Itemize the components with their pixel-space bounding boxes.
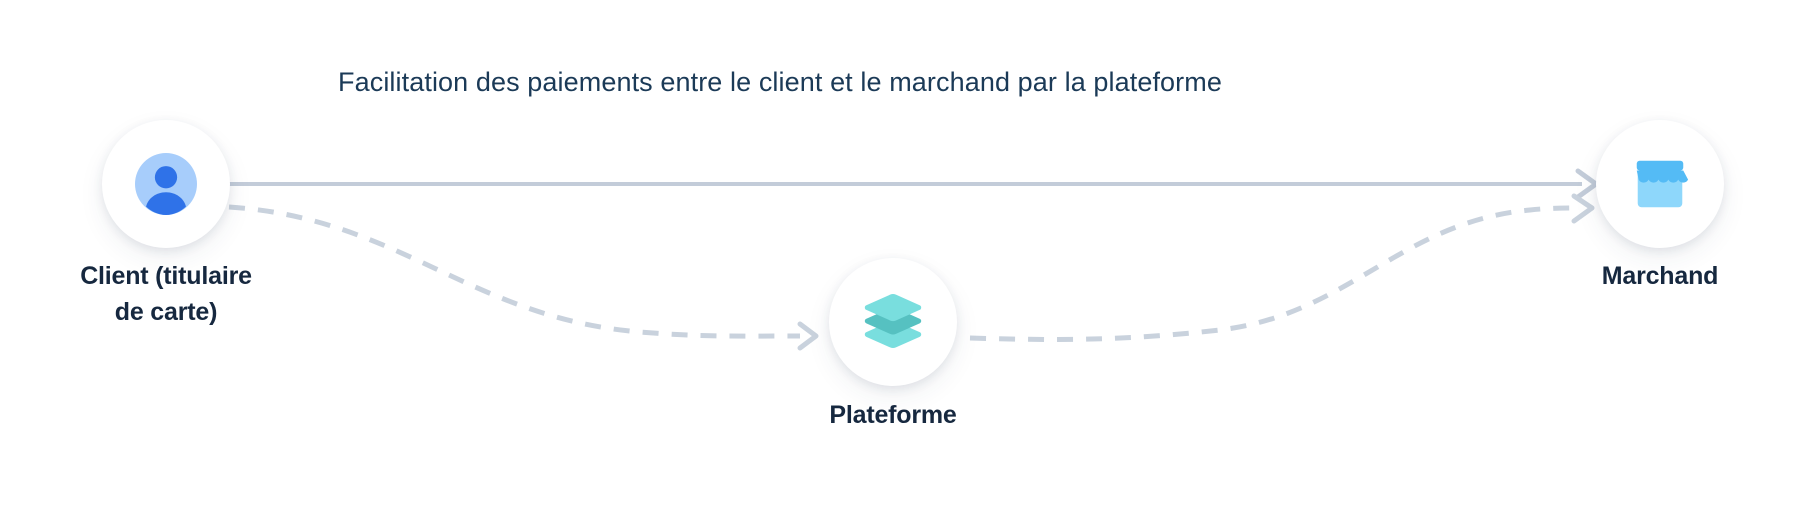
node-platform-label: Plateforme [733, 397, 1053, 433]
node-client-label-line2: de carte) [114, 298, 218, 327]
node-client[interactable] [102, 120, 230, 248]
node-client-label: Client (titulaire de carte) [6, 258, 326, 331]
connector-client-to-platform-arrowhead [797, 321, 819, 351]
connector-platform-to-merchant-curve [969, 205, 1583, 342]
layers-icon [864, 294, 922, 348]
storefront-icon [1636, 160, 1689, 208]
node-client-circle[interactable] [102, 120, 230, 248]
node-merchant-circle[interactable] [1596, 120, 1724, 248]
node-merchant-label-text: Marchand [1601, 262, 1719, 290]
page-title: Facilitation des paiements entre le clie… [338, 67, 1222, 97]
user-avatar-icon [135, 153, 197, 215]
node-platform[interactable] [829, 258, 957, 386]
node-merchant[interactable] [1596, 120, 1724, 248]
connector-client-to-merchant-arrowhead [1575, 168, 1599, 200]
node-merchant-label: Marchand [1500, 258, 1800, 294]
connector-platform-to-merchant-arrowhead [1571, 193, 1595, 224]
node-client-label-line1: Client (titulaire [80, 262, 252, 290]
node-platform-label-text: Plateforme [829, 401, 957, 429]
node-platform-circle[interactable] [829, 258, 957, 386]
